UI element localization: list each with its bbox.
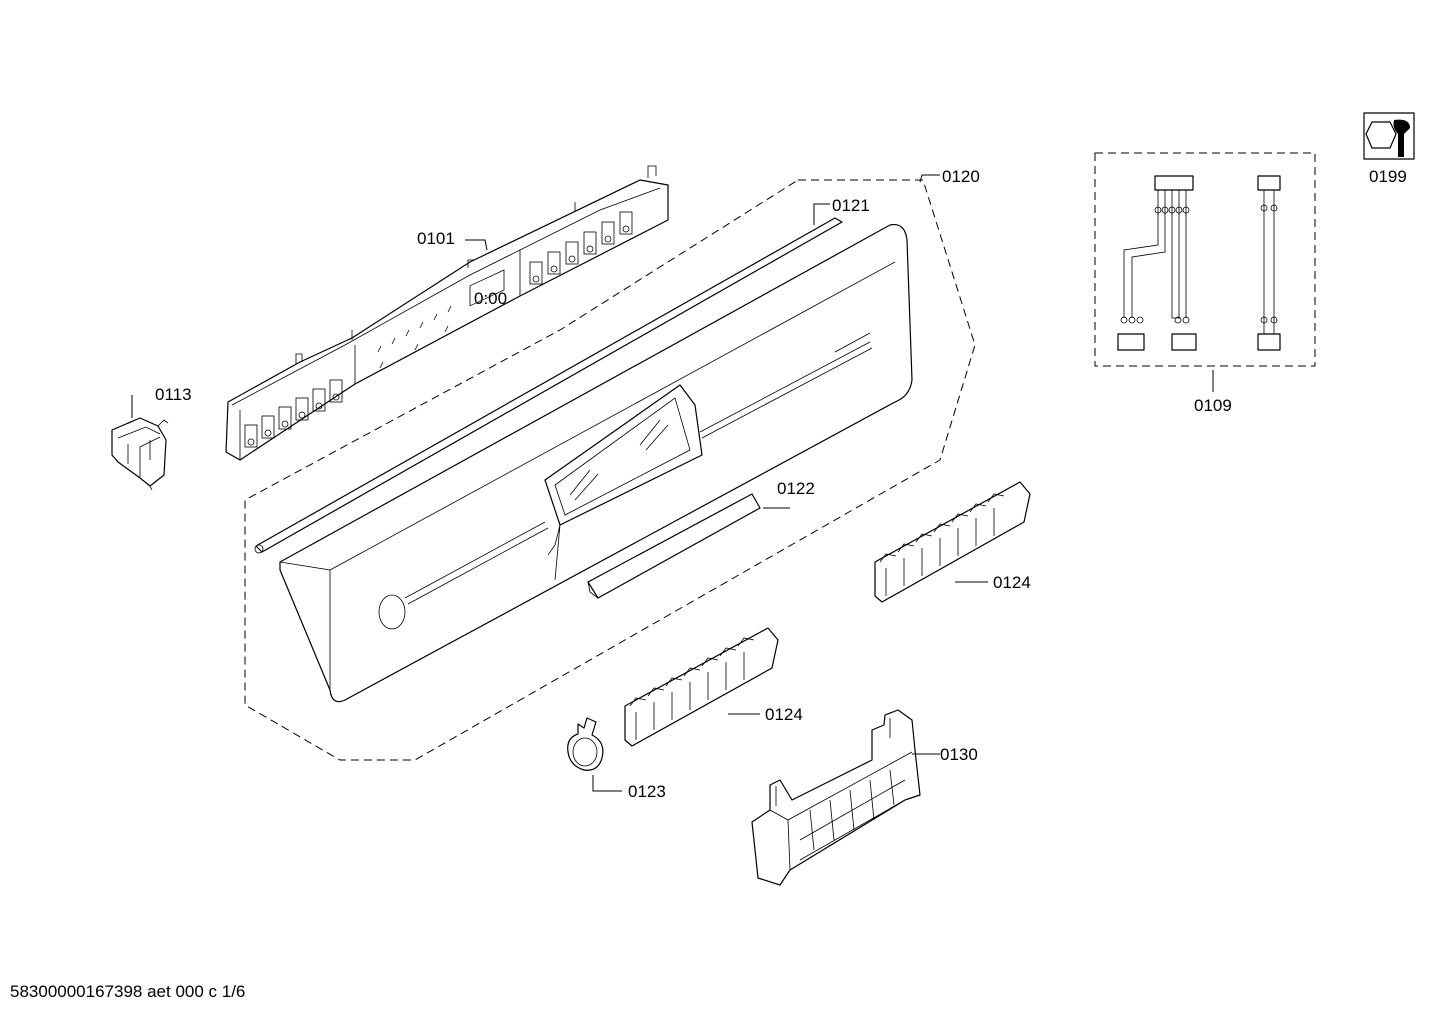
label-0123: 0123	[628, 782, 666, 801]
part-0122-bar	[587, 493, 761, 599]
label-0109: 0109	[1194, 396, 1232, 415]
group-outline-0109	[1094, 152, 1316, 367]
part-0121-strip	[254, 217, 843, 554]
part-0109-wiring-set	[1094, 152, 1316, 367]
part-0113-clip	[111, 417, 169, 491]
part-0124-button-row-right	[874, 481, 1031, 603]
label-0101: 0101	[417, 229, 455, 248]
label-0122: 0122	[777, 479, 815, 498]
label-0113: 0113	[155, 385, 192, 404]
label-0120: 0120	[942, 167, 980, 186]
part-0120-front-panel	[279, 223, 913, 703]
part-0124-button-row-lower	[624, 627, 779, 747]
display-text: 0:00	[474, 289, 507, 308]
part-0101-control-module: 0:00	[225, 165, 669, 461]
wrench-icon	[1363, 112, 1415, 160]
document-footer: 58300000167398 aet 000 c 1/6	[10, 982, 246, 1001]
label-0124-lower: 0124	[765, 705, 803, 724]
label-0199: 0199	[1369, 167, 1407, 186]
label-0130: 0130	[940, 745, 978, 764]
leader-lines	[131, 174, 1214, 792]
part-0123-knob	[567, 717, 604, 771]
part-0130-bracket	[751, 709, 921, 886]
label-0121: 0121	[832, 196, 870, 215]
group-outline-0120	[244, 179, 976, 761]
label-0124-right: 0124	[993, 573, 1031, 592]
